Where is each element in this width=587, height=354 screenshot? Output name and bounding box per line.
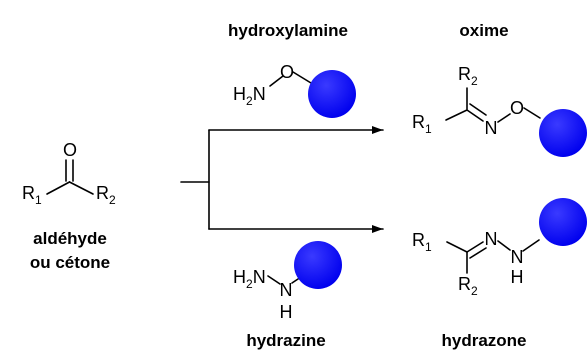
hydrazine-hydrogen: H xyxy=(280,302,293,322)
hydroxylamine-h2n: H2N xyxy=(233,84,266,108)
reaction-arrows xyxy=(180,126,384,233)
bond-c-n-hydrazone-b xyxy=(469,247,487,259)
bond-c-r1-oxime xyxy=(445,109,468,121)
hydrazone-nitrogen-1: N xyxy=(485,229,498,249)
oxime-label: oxime xyxy=(459,21,508,40)
hydrazone-nitrogen-2: N xyxy=(511,247,524,267)
hydroxylamine-label: hydroxylamine xyxy=(228,21,348,40)
bond-c-n-hydrazone-a xyxy=(466,241,484,253)
bond-n-n-hydrazone xyxy=(497,240,511,251)
bond-n-o xyxy=(269,75,284,87)
hydroxylamine-oxygen: O xyxy=(280,62,294,82)
bond-c-r1-hydrazone xyxy=(446,241,468,253)
bond-c-n-oxime-b xyxy=(469,103,487,116)
hydrazone-r2: R2 xyxy=(458,274,478,298)
reagent-hydroxylamine: hydroxylamine H2N O xyxy=(228,21,356,118)
bead-hydroxylamine xyxy=(308,70,356,118)
hydrazine-h2n: H2N xyxy=(233,267,266,291)
bond-c-n-oxime-a xyxy=(466,109,484,122)
reactant-r1: R1 xyxy=(22,183,42,207)
bond-n-o-oxime xyxy=(497,113,511,123)
reagent-hydrazine: H2N N H hydrazine xyxy=(233,241,342,350)
bead-oxime xyxy=(539,109,587,157)
bond-c-r1 xyxy=(46,181,71,195)
hydrazone-label: hydrazone xyxy=(441,331,526,350)
oxime-nitrogen: N xyxy=(485,118,498,138)
bead-hydrazine xyxy=(294,241,342,289)
hydrazine-label: hydrazine xyxy=(246,331,325,350)
product-hydrazone: R1 R2 N N H hydrazone xyxy=(412,198,587,350)
reactant-carbonyl: O R1 R2 aldéhyde ou cétone xyxy=(22,140,116,272)
oxime-r1: R1 xyxy=(412,112,432,136)
bond-o-bead xyxy=(292,71,312,84)
oxime-r2: R2 xyxy=(458,64,478,88)
hydrazone-hydrogen: H xyxy=(511,267,524,287)
bond-n-n xyxy=(267,275,281,285)
product-oxime: oxime R2 R1 N O xyxy=(412,21,587,157)
reactant-label-line2: ou cétone xyxy=(30,253,110,272)
carbonyl-oxygen: O xyxy=(63,140,77,160)
bond-n-bead-hydrazone xyxy=(522,239,540,252)
bond-o-bead-oxime xyxy=(523,107,541,119)
reactant-label-line1: aldéhyde xyxy=(33,229,107,248)
hydrazone-r1: R1 xyxy=(412,230,432,254)
bond-c-r2 xyxy=(68,181,94,195)
hydrazine-nitrogen: N xyxy=(280,280,293,300)
oxime-oxygen: O xyxy=(510,98,524,118)
bead-hydrazone xyxy=(539,198,587,246)
reactant-r2: R2 xyxy=(96,183,116,207)
